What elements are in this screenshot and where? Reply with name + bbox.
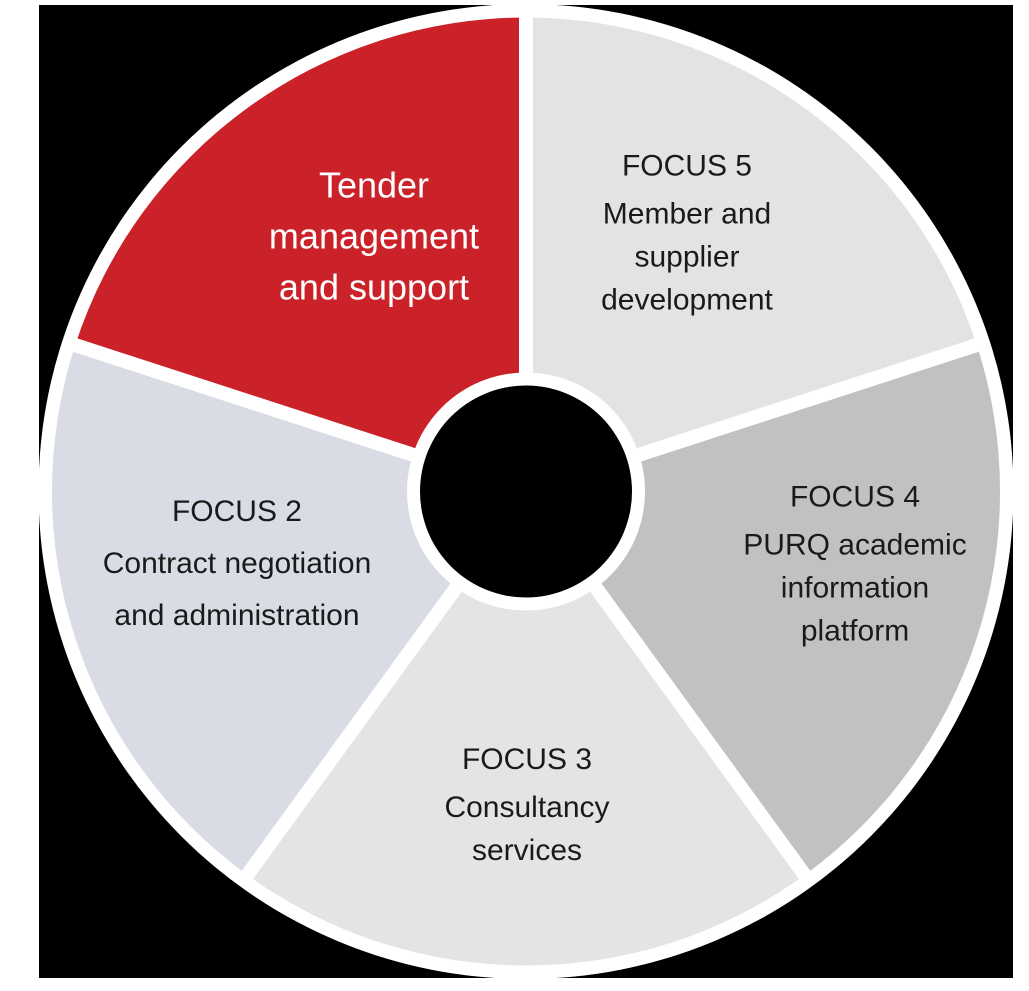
- center-hole: [420, 385, 632, 598]
- segment-focus-4: [526, 345, 1001, 875]
- segment-heading-focus-2: FOCUS 2: [171, 495, 303, 528]
- segment-heading-focus-4: FOCUS 4: [789, 480, 921, 514]
- segment-heading-focus-5: FOCUS 5: [621, 149, 753, 183]
- segment-body-tender: Tender management and support: [268, 164, 480, 308]
- segment-heading-focus-3: FOCUS 3: [461, 743, 593, 776]
- segment-label-focus-2: FOCUS 2 Contract negotiation and adminis…: [103, 486, 372, 642]
- segment-label-tender: Tender management and support: [269, 160, 479, 313]
- segment-body-focus-4: PURQ academic information platform: [743, 528, 967, 648]
- segment-body-focus-5: Member and supplier development: [601, 197, 773, 317]
- segment-body-focus-3: Consultancy services: [444, 791, 610, 867]
- segment-label-focus-3: FOCUS 3 Consultancy services: [444, 738, 609, 872]
- segment-focus-3: [247, 491, 805, 966]
- segment-label-focus-5: FOCUS 5 Member and supplier development: [601, 145, 773, 322]
- segment-tender-management: [75, 17, 526, 492]
- segment-focus-5: [526, 17, 977, 492]
- segment-focus-2: [51, 345, 527, 875]
- segment-body-focus-2: Contract negotiation and administration: [102, 547, 372, 632]
- segment-label-focus-4: FOCUS 4 PURQ academic information platfo…: [743, 476, 966, 653]
